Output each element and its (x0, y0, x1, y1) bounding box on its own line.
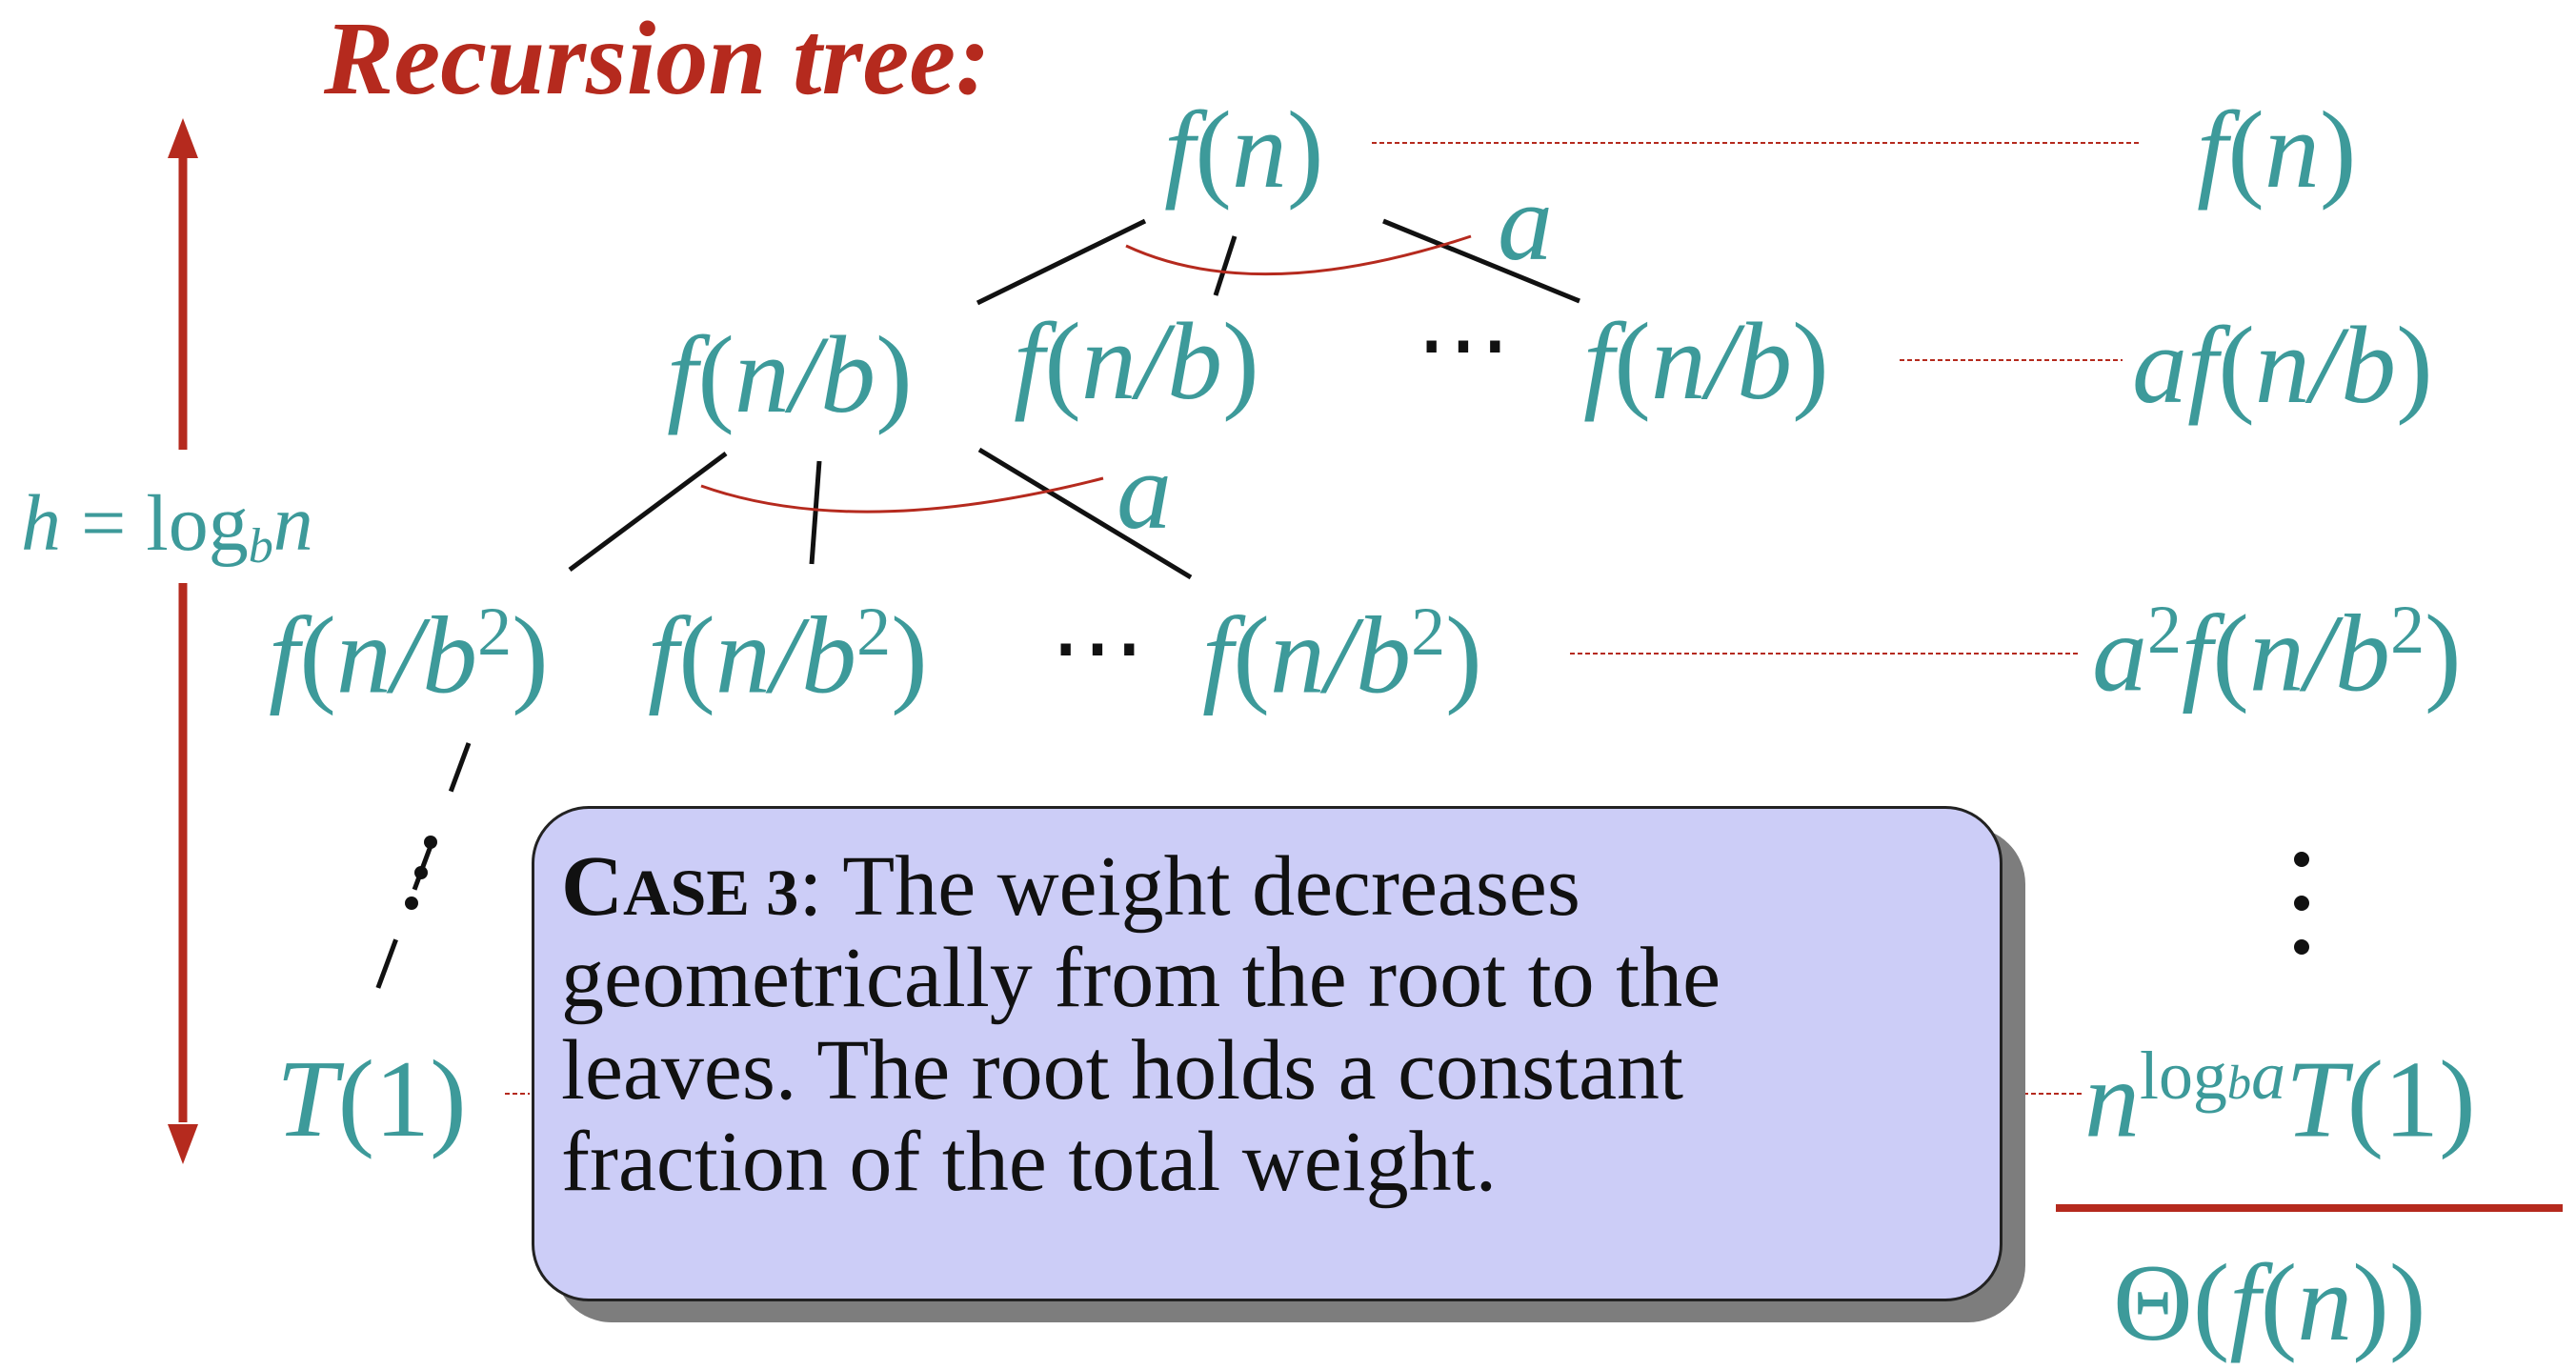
tree-edge (568, 451, 728, 573)
level-sum-2: a2f(n/b2) (2092, 592, 2462, 715)
branch-arc (1125, 234, 1472, 276)
level1-node: f(n/b) (667, 314, 913, 436)
level1-ellipsis: ⋯ (1416, 292, 1511, 397)
callout-text: : The weight decreases geometrically fro… (561, 839, 1721, 1209)
root-node: f(n) (1164, 90, 1324, 212)
leaf-node: T(1) (276, 1038, 467, 1160)
tree-edge (976, 218, 1147, 306)
height-arrow-head-up (168, 118, 198, 158)
vdot (424, 836, 437, 849)
title: Recursion tree: (324, 0, 991, 116)
tree-edge (977, 447, 1193, 580)
branch-arc (700, 476, 1104, 514)
vdot (414, 866, 428, 879)
branch-count-label: a (1117, 431, 1172, 553)
level2-ellipsis: ⋯ (1050, 594, 1145, 700)
right-vertical-dots (2294, 852, 2309, 955)
level2-node: f(n/b2) (1202, 594, 1482, 717)
tree-edge (1213, 235, 1238, 296)
height-label: h = logbn (21, 479, 313, 574)
level1-node: f(n/b) (1583, 301, 1829, 423)
tree-edge (809, 460, 822, 565)
case-label: CASE 3 (561, 839, 799, 934)
level2-node: f(n/b2) (648, 594, 928, 717)
level-sum-root: f(n) (2197, 90, 2357, 212)
level1-node: f(n/b) (1014, 301, 1259, 423)
tree-edge (1382, 218, 1580, 304)
level2-node: f(n/b2) (269, 594, 549, 717)
height-arrow-head-down (168, 1124, 198, 1164)
case3-callout: CASE 3: The weight decreases geometrical… (532, 806, 2002, 1301)
level-sum-leaves: nlogbaT(1) (2084, 1038, 2476, 1161)
level-sum-1: af(n/b) (2132, 305, 2433, 427)
total-sum: Θ(f(n)) (2113, 1242, 2426, 1364)
branch-count-label: a (1498, 162, 1553, 284)
vdot (405, 897, 418, 910)
